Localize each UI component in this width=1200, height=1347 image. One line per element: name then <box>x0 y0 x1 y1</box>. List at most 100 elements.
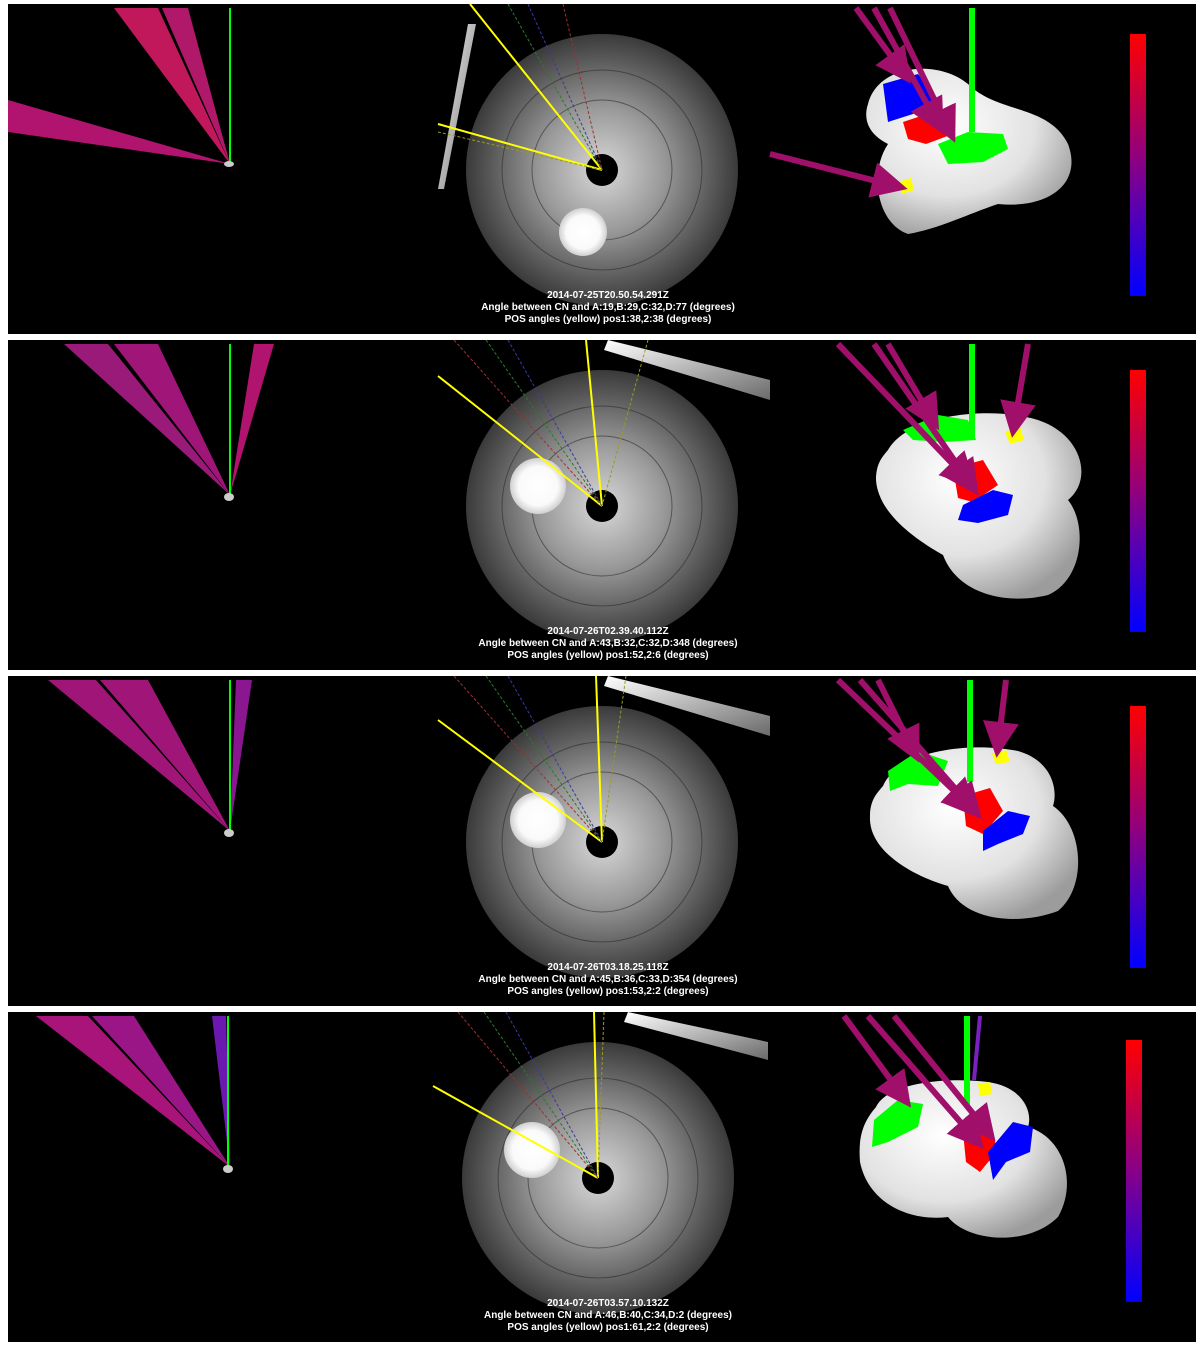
view-cone <box>8 100 230 164</box>
direction-arrow <box>853 6 912 84</box>
timestamp: 2014-07-25T20.50.54.291Z <box>547 290 669 301</box>
panel-4: 2014-07-26T03.57.10.132Z Angle between C… <box>8 1012 1196 1342</box>
pos-angles-text: POS angles (yellow) pos1:38,2:38 (degree… <box>504 314 712 325</box>
view-cone <box>114 8 230 164</box>
view-cone <box>92 1016 230 1167</box>
pos-angles-text: POS angles (yellow) pos1:61,2:2 (degrees… <box>507 1322 709 1333</box>
projection-line <box>505 1012 599 1179</box>
panel-3-figure <box>48 676 1146 978</box>
comet-3d-model <box>841 1014 1067 1238</box>
geometry-view <box>8 8 234 167</box>
view-cone <box>114 344 230 495</box>
panel-1: 2014-07-25T20.50.54.291Z Angle between C… <box>8 4 1196 334</box>
comet-shape-icon <box>224 829 234 837</box>
pos-angles-text: POS angles (yellow) pos1:52,2:6 (degrees… <box>507 650 709 661</box>
panel-2-caption: 2014-07-26T02.39.40.112Z Angle between C… <box>308 626 908 662</box>
sun-direction-line <box>595 676 603 843</box>
coronagraph-image <box>432 1012 768 1314</box>
coronagraph-image <box>437 676 770 978</box>
direction-arrow <box>841 1014 912 1108</box>
occulter-strut <box>604 676 770 736</box>
angles-text: Angle between CN and A:46,B:40,C:34,D:2 … <box>483 1310 733 1321</box>
projection-line <box>453 676 603 843</box>
comet-3d-model <box>835 341 1082 599</box>
angles-text: Angle between CN and A:19,B:29,C:32,D:77… <box>481 302 735 313</box>
colorbar-scale <box>1126 1040 1142 1302</box>
timestamp: 2014-07-26T03.18.25.118Z <box>547 962 669 973</box>
projection-line <box>453 340 603 507</box>
projection-line <box>562 4 603 171</box>
direction-arrow <box>1000 343 1036 438</box>
comet-shape-icon <box>224 493 234 501</box>
view-cone <box>230 344 274 495</box>
view-cone <box>48 680 230 831</box>
panel-2: 2014-07-26T02.39.40.112Z Angle between C… <box>8 340 1196 670</box>
timestamp: 2014-07-26T03.57.10.132Z <box>547 1298 669 1309</box>
comet-shape-icon <box>224 161 234 167</box>
direction-arrow <box>885 342 940 431</box>
sun-direction-line <box>469 4 603 171</box>
projection-line <box>485 340 603 507</box>
projection-line <box>507 4 603 171</box>
panel-3-caption: 2014-07-26T03.18.25.118Z Angle between C… <box>308 962 908 998</box>
sun-direction-line <box>432 1085 599 1179</box>
sun-direction-line <box>437 719 603 843</box>
view-cone <box>100 680 230 831</box>
projection-line <box>527 4 603 171</box>
occulter-strut <box>438 24 476 189</box>
projection-line <box>601 340 649 507</box>
direction-arrow <box>769 151 908 198</box>
region-yellow <box>978 1082 992 1096</box>
sun-direction-line <box>437 123 603 171</box>
direction-arrow <box>887 6 956 143</box>
projection-line <box>483 1012 599 1179</box>
view-cone <box>36 1016 230 1167</box>
direction-arrow <box>875 678 920 763</box>
region-blue <box>988 1122 1033 1180</box>
view-cone <box>230 680 252 831</box>
direction-arrow <box>891 1014 996 1142</box>
sun-direction-line <box>585 340 603 507</box>
geometry-view <box>48 680 252 837</box>
sun-image <box>510 792 566 848</box>
direction-arrow <box>865 1014 984 1150</box>
geometry-view <box>64 344 274 501</box>
view-cone <box>162 8 230 164</box>
projection-line <box>485 676 603 843</box>
geometry-view <box>36 1016 233 1173</box>
panel-3: 2014-07-26T03.18.25.118Z Angle between C… <box>8 676 1196 1006</box>
direction-arrow <box>972 1015 982 1081</box>
sun-image <box>510 458 566 514</box>
projection-line <box>507 676 603 843</box>
sun-image <box>559 208 607 256</box>
projection-line <box>437 131 603 171</box>
direction-arrow <box>983 679 1019 758</box>
colorbar-scale <box>1130 706 1146 968</box>
coronagraph-image <box>437 4 738 306</box>
coronagraph-image <box>437 340 770 642</box>
panel-4-caption: 2014-07-26T03.57.10.132Z Angle between C… <box>308 1298 908 1334</box>
region-blue <box>983 811 1030 851</box>
pos-angles-text: POS angles (yellow) pos1:53,2:2 (degrees… <box>507 986 709 997</box>
panel-1-figure <box>8 4 1146 306</box>
sun-direction-line <box>437 375 603 507</box>
sun-image <box>504 1122 560 1178</box>
region-blue <box>958 490 1013 523</box>
projection-line <box>601 676 627 843</box>
projection-line <box>507 340 603 507</box>
timestamp: 2014-07-26T02.39.40.112Z <box>547 626 669 637</box>
region-green <box>872 1100 923 1147</box>
angles-text: Angle between CN and A:43,B:32,C:32,D:34… <box>478 638 738 649</box>
projection-line <box>457 1012 599 1179</box>
panel-4-figure <box>36 1012 1142 1314</box>
comet-3d-model <box>769 6 1072 234</box>
occulter-strut <box>604 340 770 400</box>
colorbar-scale <box>1130 370 1146 632</box>
occulter-strut <box>624 1012 768 1060</box>
sun-direction-line <box>593 1012 599 1179</box>
angles-text: Angle between CN and A:45,B:36,C:33,D:35… <box>478 974 738 985</box>
view-cone <box>64 344 230 495</box>
comet-3d-model <box>835 677 1079 919</box>
region-blue <box>883 74 938 122</box>
comet-shape-icon <box>223 1165 233 1173</box>
